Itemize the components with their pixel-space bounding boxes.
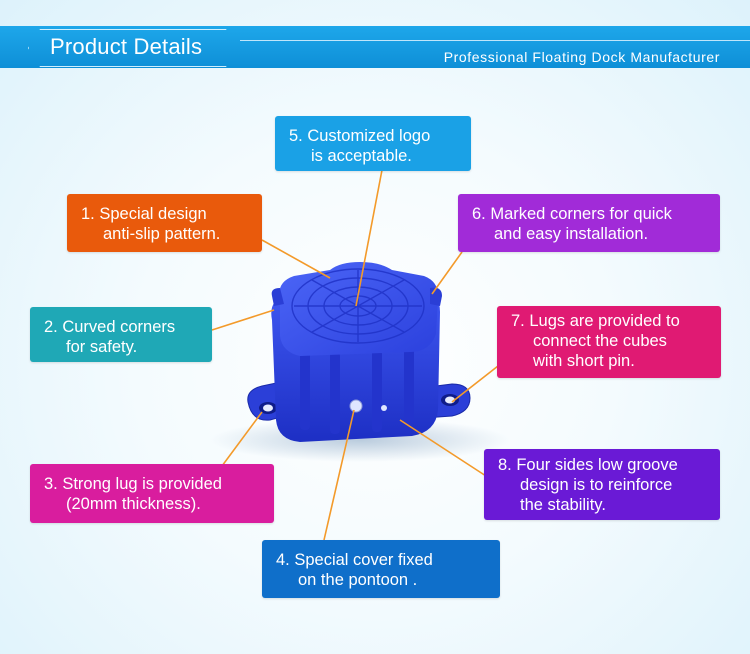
pontoon-cover xyxy=(349,399,363,413)
page-subtitle: Professional Floating Dock Manufacturer xyxy=(443,49,720,65)
page-title: Product Details xyxy=(50,34,203,59)
connector-custom-logo xyxy=(355,169,383,307)
callout-anti-slip: 1. Special design anti-slip pattern. xyxy=(67,194,262,252)
callout-curved-corners: 2. Curved corners for safety. xyxy=(30,307,212,362)
pontoon-top xyxy=(279,262,439,356)
callout-text: for safety. xyxy=(66,338,138,356)
callout-text: 3. Strong lug is provided xyxy=(44,475,222,493)
callout-text: on the pontoon . xyxy=(298,571,418,589)
callout-strong-lug: 3. Strong lug is provided (20mm thicknes… xyxy=(30,464,274,523)
connector-special-cover xyxy=(323,409,355,541)
anti-slip-pattern xyxy=(291,268,425,344)
connector-curved-corners xyxy=(211,309,275,331)
connector-lugs-pin xyxy=(451,365,499,403)
title-tab-frame xyxy=(28,29,238,67)
callout-custom-logo: 5. Customized logo is acceptable. xyxy=(275,116,471,171)
callout-low-groove: 8. Four sides low groove design is to re… xyxy=(484,449,720,520)
callout-text: with short pin. xyxy=(533,352,635,370)
connector-marked-corners xyxy=(431,251,463,295)
callout-text: anti-slip pattern. xyxy=(103,225,221,243)
callout-text: connect the cubes xyxy=(533,332,667,350)
connector-anti-slip xyxy=(261,239,331,279)
header-band xyxy=(0,26,750,68)
header-divider xyxy=(240,40,750,41)
callout-text: 7. Lugs are provided to xyxy=(511,312,680,330)
connector-low-groove xyxy=(399,419,487,477)
callout-text: 8. Four sides low groove xyxy=(498,456,678,474)
callout-lugs-pin: 7. Lugs are provided to connect the cube… xyxy=(497,306,721,378)
callout-text: design is to reinforce xyxy=(520,476,673,494)
connector-strong-lug xyxy=(221,411,263,467)
callout-text: the stability. xyxy=(520,496,606,514)
callout-special-cover: 4. Special cover fixed on the pontoon . xyxy=(262,540,500,598)
callout-text: (20mm thickness). xyxy=(66,495,201,513)
callout-text: 6. Marked corners for quick xyxy=(472,205,672,223)
callout-text: 1. Special design xyxy=(81,205,207,223)
callout-text: and easy installation. xyxy=(494,225,649,243)
callout-text: 5. Customized logo xyxy=(289,127,431,145)
callout-text: is acceptable. xyxy=(311,147,412,165)
callout-marked-corners: 6. Marked corners for quick and easy ins… xyxy=(458,194,720,252)
callout-text: 4. Special cover fixed xyxy=(276,551,433,569)
callout-connectors xyxy=(211,169,499,541)
callout-text: 2. Curved corners xyxy=(44,318,176,336)
